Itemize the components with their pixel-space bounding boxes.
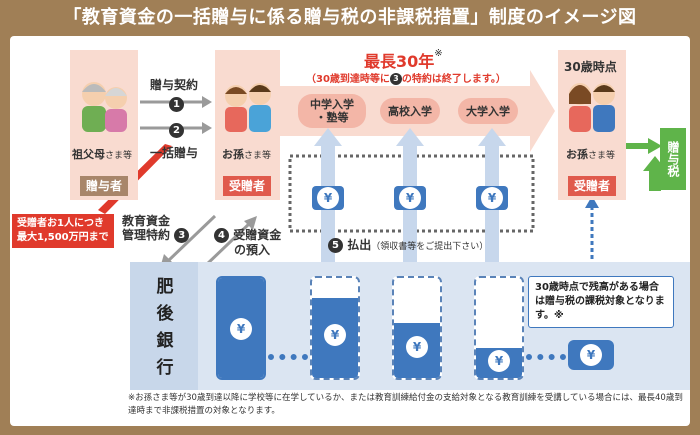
step1-label: 贈与契約 — [150, 78, 199, 92]
step1-number: 1 — [169, 94, 184, 113]
step2-label: 一括贈与 — [150, 146, 199, 160]
withdrawal-jar-2: ¥ — [394, 186, 426, 210]
footnote: ※お孫さま等が30歳到達以降に学校等に在学しているか、または教育訓練給付金の支給… — [128, 393, 683, 416]
step2-number: 2 — [169, 120, 184, 139]
receiver30-badge: 受贈者 — [568, 176, 616, 196]
receiver-badge: 受贈者 — [223, 176, 271, 196]
withdraw-arrow-2 — [396, 128, 424, 294]
giver-badge: 贈与者 — [80, 176, 128, 196]
giver-name: 祖父母さま等 — [72, 148, 133, 161]
grandchildren-icon — [218, 76, 278, 140]
stage-high-school: 高校入学 — [380, 98, 440, 124]
bank-name: 肥後銀行 — [156, 277, 174, 378]
balance-note: 30歳時点で残高がある場合は贈与税の課税対象となります。※ — [528, 276, 674, 328]
page-title: 「教育資金の一括贈与に係る贈与税の非課税措置」制度のイメージ図 — [63, 7, 637, 28]
dots-1 — [268, 354, 308, 360]
remaining-balance-jar: ¥ — [568, 340, 614, 370]
balance-jar-2: ¥ — [392, 276, 442, 380]
max-period: 最長30年※ — [364, 48, 443, 71]
step4-label: 4 受贈資金の預入 — [214, 228, 281, 257]
receiver30-name: お孫さま等 — [566, 148, 616, 161]
withdrawal-jar-3: ¥ — [476, 186, 508, 210]
balance-jar-1: ¥ — [310, 276, 360, 380]
withdrawal-jar-1: ¥ — [312, 186, 344, 210]
adults-icon — [562, 76, 622, 140]
step3-label: 教育資金管理特約 3 — [122, 214, 190, 243]
limit-box: 受贈者お1人につき最大1,500万円まで — [12, 214, 114, 248]
bank-label-panel — [130, 262, 198, 390]
step5-label: 5 払出（領収書等をご提出下さい） — [328, 236, 488, 253]
dots-2 — [526, 354, 566, 360]
step4-arrow — [203, 216, 257, 268]
receiver-name: お孫さま等 — [222, 148, 272, 161]
grandparents-icon — [74, 74, 134, 138]
deposit-jar: ¥ — [216, 276, 266, 380]
age30-heading: 30歳時点 — [564, 60, 617, 74]
gift-tax-label: 贈与税 — [660, 128, 686, 190]
stage-university: 大学入学 — [458, 98, 518, 124]
stage-junior-high: 中学入学 ・塾等 — [298, 94, 366, 128]
balance-jar-3: ¥ — [474, 276, 524, 380]
